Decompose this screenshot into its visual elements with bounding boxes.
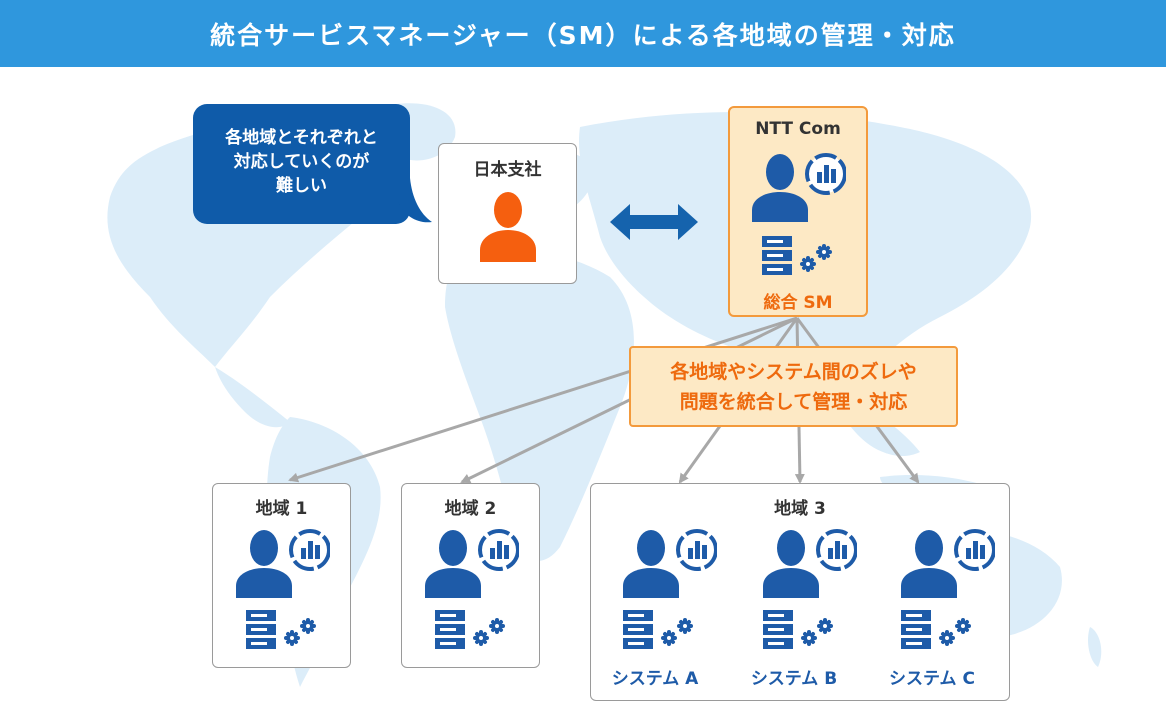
person-chart-icon <box>901 529 995 598</box>
region-1-card: 地域 1 <box>212 483 351 668</box>
region-3-card: 地域 3 システム A <box>590 483 1010 701</box>
note-line: 問題を統合して管理・対応 <box>679 391 908 413</box>
person-chart-icon <box>752 153 846 222</box>
connector-to-region-1 <box>288 316 798 483</box>
integrated-sm-label: 総合 SM <box>763 293 833 313</box>
ntt-com-title: NTT Com <box>755 119 841 139</box>
server-gear-icon <box>246 610 316 649</box>
server-gear-icon <box>901 610 971 649</box>
region-2-card: 地域 2 <box>401 483 540 668</box>
system-c-label: システム C <box>889 669 975 689</box>
person-chart-icon <box>623 529 717 598</box>
server-gear-icon <box>623 610 693 649</box>
server-gear-icon <box>762 236 832 275</box>
speech-bubble: 各地域とそれぞれと 対応していくのが 難しい <box>193 104 410 224</box>
person-chart-icon <box>425 529 519 598</box>
note-line: 各地域やシステム間のズレや <box>670 361 917 383</box>
bubble-line: 難しい <box>276 176 327 196</box>
header-bar: 統合サービスマネージャー（SM）による各地域の管理・対応 <box>0 0 1166 67</box>
bubble-tail <box>398 178 432 223</box>
bubble-line: 各地域とそれぞれと <box>225 128 378 148</box>
region-1-title: 地域 1 <box>255 499 308 519</box>
japan-branch-card: 日本支社 <box>438 143 577 284</box>
system-a-label: システム A <box>611 669 699 689</box>
integration-note: 各地域やシステム間のズレや 問題を統合して管理・対応 <box>629 346 958 427</box>
bubble-line: 対応していくのが <box>233 152 370 172</box>
person-chart-icon <box>236 529 330 598</box>
person-chart-icon <box>763 529 857 598</box>
region-3-title: 地域 3 <box>774 499 826 519</box>
japan-branch-title: 日本支社 <box>473 160 542 180</box>
person-icon <box>480 192 536 262</box>
system-b-label: システム B <box>750 669 838 689</box>
page-title: 統合サービスマネージャー（SM）による各地域の管理・対応 <box>210 20 956 50</box>
server-gear-icon <box>763 610 833 649</box>
ntt-com-card: NTT Com 総合 SM <box>728 106 868 317</box>
server-gear-icon <box>435 610 505 649</box>
double-arrow-icon <box>610 204 698 240</box>
region-2-title: 地域 2 <box>444 499 497 519</box>
